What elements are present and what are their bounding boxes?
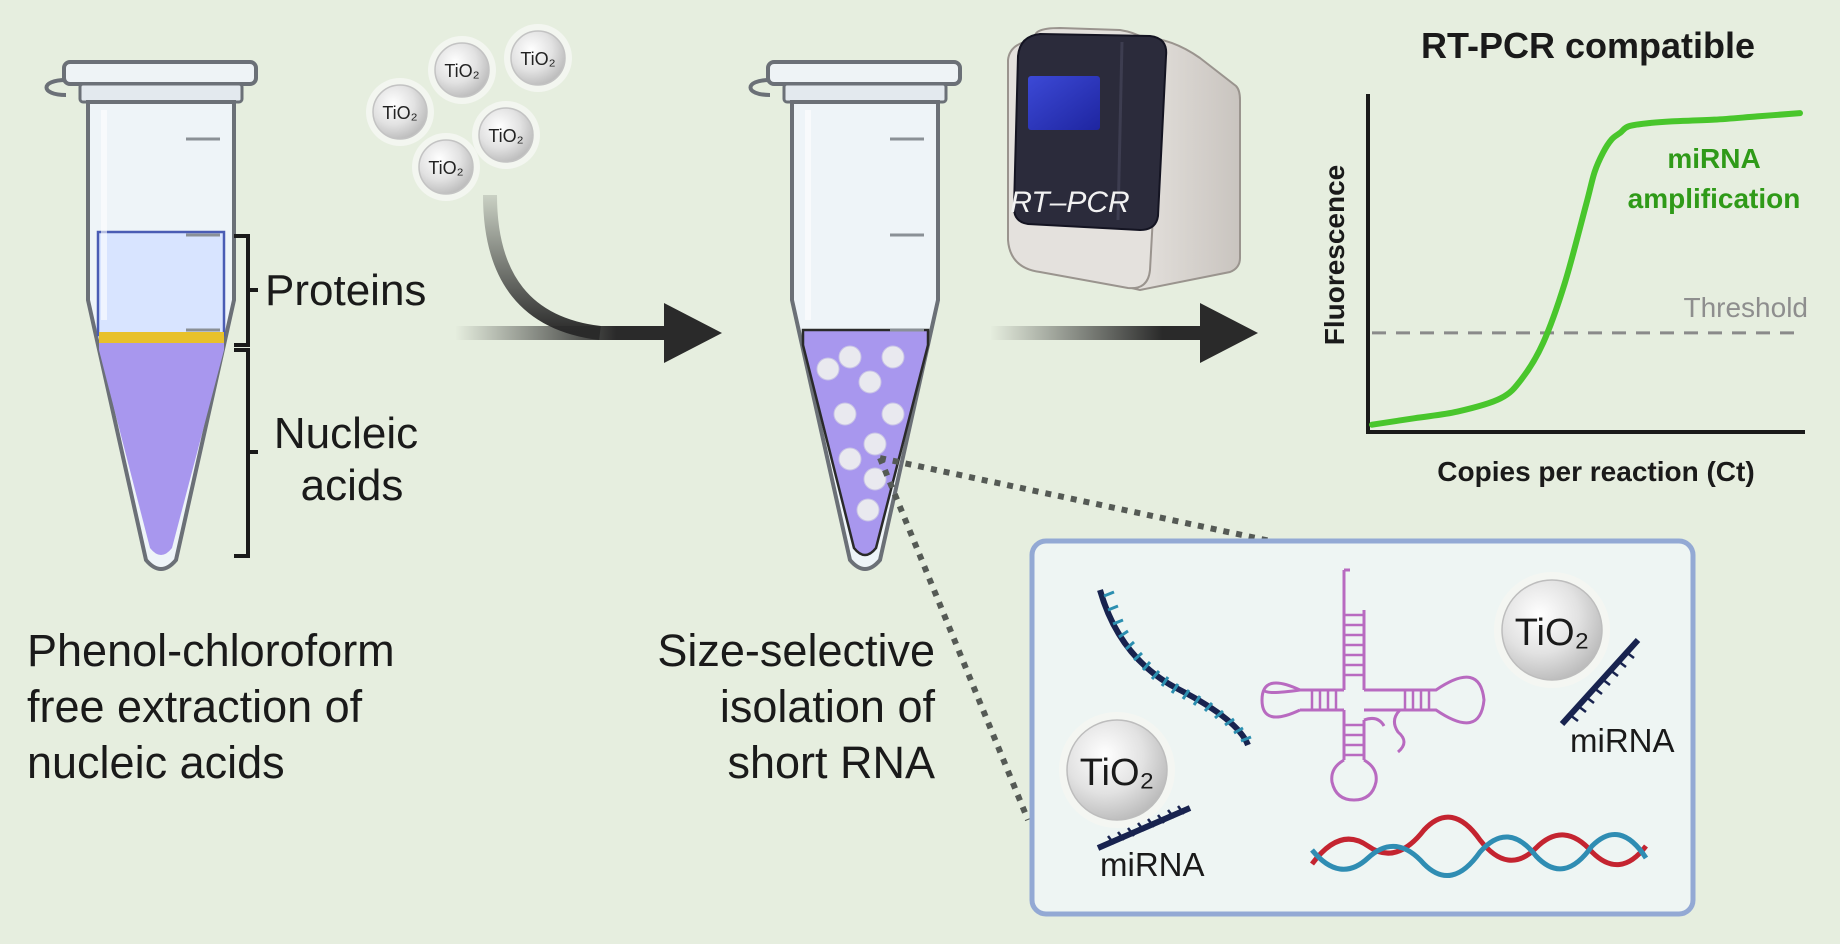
mirna-label-left: miRNA bbox=[1100, 846, 1205, 883]
interphase-band bbox=[99, 332, 224, 343]
tio2-label-left: TiO₂ bbox=[1080, 752, 1155, 794]
tube-beads bbox=[816, 345, 905, 522]
tube-phenol-chloroform bbox=[44, 60, 258, 571]
step2-caption-line1: Size-selective bbox=[657, 625, 935, 676]
tube-size-selective bbox=[748, 60, 962, 571]
x-axis-label: Copies per reaction (Ct) bbox=[1437, 456, 1754, 487]
svg-text:TiO₂: TiO₂ bbox=[488, 126, 523, 146]
tio2-bead: TiO₂ bbox=[412, 133, 480, 201]
nucleic-label-line1: Nucleic bbox=[274, 409, 418, 458]
nucleic-acid-layer bbox=[99, 343, 224, 555]
series-line-mirna-amplification bbox=[1369, 110, 1803, 428]
tio2-bead-with-mirna-right: TiO₂ miRNA bbox=[1494, 572, 1675, 759]
series-label-line2: amplification bbox=[1628, 183, 1801, 214]
proteins-label: Proteins bbox=[265, 266, 426, 315]
svg-text:TiO₂: TiO₂ bbox=[520, 49, 555, 69]
svg-text:TiO₂: TiO₂ bbox=[428, 158, 463, 178]
step1-caption-line1: Phenol-chloroform bbox=[27, 625, 395, 676]
tio2-bead: TiO₂ bbox=[504, 24, 572, 92]
arrow-to-isolation bbox=[455, 194, 722, 363]
rt-pcr-chart: RT-PCR compatible Fluorescence Copies pe… bbox=[1319, 25, 1808, 487]
mirna-label-right: miRNA bbox=[1570, 722, 1675, 759]
nucleic-label-line2: acids bbox=[301, 461, 404, 510]
tio2-bead: TiO₂ bbox=[366, 78, 434, 146]
threshold-label: Threshold bbox=[1683, 292, 1808, 323]
rt-pcr-instrument: RT–PCR bbox=[1007, 26, 1241, 292]
tio2-bead-cluster: TiO₂ TiO₂ TiO₂ TiO₂ TiO₂ bbox=[366, 24, 572, 201]
double-helix bbox=[1309, 814, 1649, 878]
protein-layer bbox=[96, 230, 226, 337]
zoom-connector bbox=[877, 455, 1276, 822]
step1-caption-line2: free extraction of bbox=[27, 681, 363, 732]
trna-structure bbox=[1260, 568, 1486, 802]
step1-caption-line3: nucleic acids bbox=[27, 737, 285, 788]
layer-brackets bbox=[234, 234, 258, 558]
tio2-bead: TiO₂ bbox=[472, 101, 540, 169]
arrow-to-rt-pcr bbox=[990, 303, 1258, 363]
svg-text:TiO₂: TiO₂ bbox=[444, 61, 479, 81]
instrument-label: RT–PCR bbox=[1010, 186, 1129, 219]
tio2-bead-with-mirna-left: TiO₂ miRNA bbox=[1059, 712, 1205, 883]
chart-title: RT-PCR compatible bbox=[1421, 25, 1755, 66]
y-axis-label: Fluorescence bbox=[1319, 165, 1350, 346]
zoom-inset: TiO₂ miRNA TiO₂ miRNA bbox=[1029, 538, 1696, 917]
tio2-bead: TiO₂ bbox=[428, 36, 496, 104]
series-label-line1: miRNA bbox=[1667, 143, 1760, 174]
svg-text:TiO₂: TiO₂ bbox=[382, 103, 417, 123]
single-strand-rna bbox=[1097, 589, 1252, 747]
step2-caption-line2: isolation of bbox=[720, 681, 936, 732]
step2-caption-line3: short RNA bbox=[727, 737, 935, 788]
tio2-label-right: TiO₂ bbox=[1515, 612, 1590, 654]
